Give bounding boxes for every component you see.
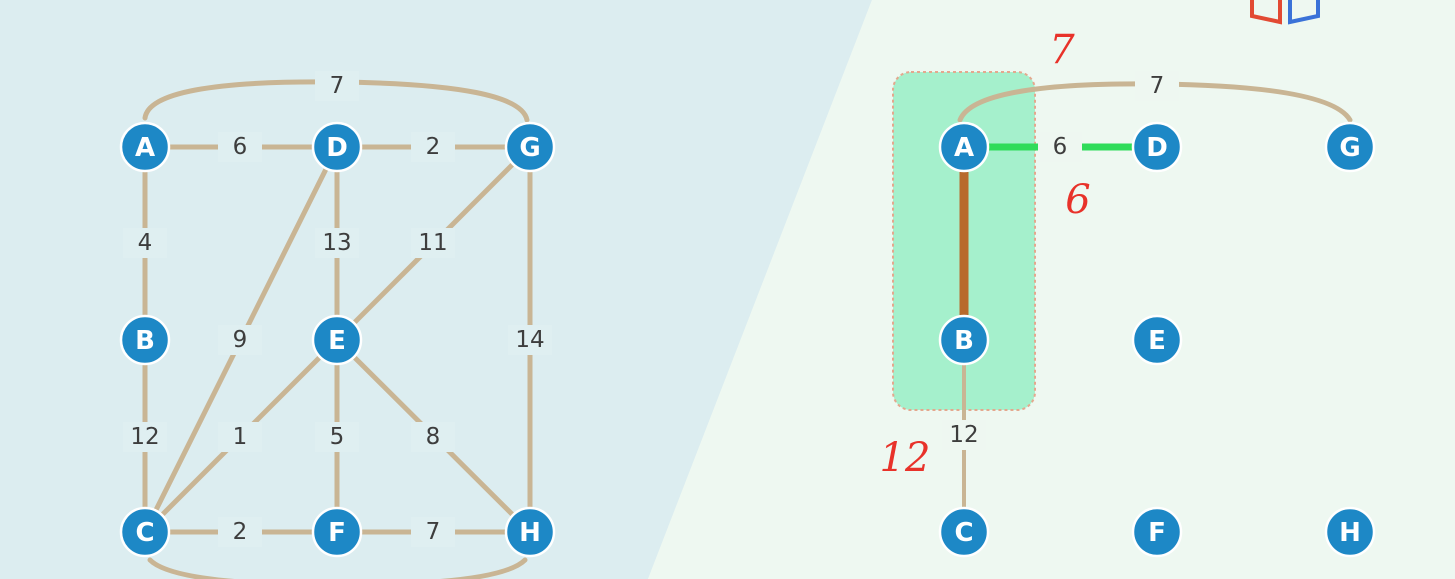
- edge-weight-d-c: 9: [233, 327, 248, 353]
- svg-text:D: D: [326, 133, 348, 163]
- right-graph: 7 6 12 A D G B E C F H 7 6 12: [880, 27, 1376, 558]
- mst-node-f: F: [1131, 506, 1183, 558]
- logo-icon: [1250, 0, 1320, 25]
- svg-text:F: F: [328, 518, 346, 548]
- mst-node-b: B: [938, 314, 990, 366]
- edge-weight-d-e: 13: [322, 230, 351, 256]
- mst-node-c: C: [938, 506, 990, 558]
- node-g: G: [504, 121, 556, 173]
- node-f: F: [311, 506, 363, 558]
- handwritten-annotation-3: 12: [880, 435, 931, 481]
- svg-text:C: C: [954, 518, 973, 548]
- edge-weight-e-c: 1: [233, 424, 248, 450]
- node-h: H: [504, 506, 556, 558]
- edge-c-h-arc: [147, 557, 528, 579]
- svg-text:E: E: [328, 326, 346, 356]
- svg-text:B: B: [135, 326, 155, 356]
- svg-text:H: H: [519, 518, 541, 548]
- mst-node-h: H: [1324, 506, 1376, 558]
- mst-node-d: D: [1131, 121, 1183, 173]
- node-c: C: [119, 506, 171, 558]
- mst-edge-weight-a-g: 7: [1150, 73, 1165, 99]
- edge-weight-a-b: 4: [138, 230, 153, 256]
- edge-weight-a-d: 6: [233, 134, 248, 160]
- mst-node-a: A: [938, 121, 990, 173]
- node-e: E: [311, 314, 363, 366]
- edge-weight-b-c: 12: [130, 424, 159, 450]
- node-b: B: [119, 314, 171, 366]
- svg-text:A: A: [954, 133, 974, 163]
- edge-weight-c-f: 2: [233, 519, 248, 545]
- svg-text:C: C: [135, 518, 154, 548]
- edge-weight-g-h: 14: [515, 327, 544, 353]
- edge-weight-f-h: 7: [426, 519, 441, 545]
- svg-text:F: F: [1148, 518, 1166, 548]
- left-graph: 7 6 2 4 13 11 9 14 12 1 5 8 2 7 A D G B E C F H: [119, 71, 556, 579]
- mst-edge-weight-b-c: 12: [949, 422, 978, 448]
- node-d: D: [311, 121, 363, 173]
- handwritten-annotation-1: 7: [1049, 27, 1075, 73]
- svg-text:B: B: [954, 326, 974, 356]
- mst-node-g: G: [1324, 121, 1376, 173]
- handwritten-annotation-2: 6: [1065, 177, 1090, 223]
- edge-weight-d-g: 2: [426, 134, 441, 160]
- svg-text:G: G: [519, 133, 540, 163]
- edge-weight-e-f: 5: [330, 424, 345, 450]
- svg-text:G: G: [1339, 133, 1360, 163]
- svg-text:H: H: [1339, 518, 1361, 548]
- svg-text:A: A: [135, 133, 155, 163]
- mst-node-e: E: [1131, 314, 1183, 366]
- svg-text:E: E: [1148, 326, 1166, 356]
- mst-edge-weight-a-d: 6: [1053, 134, 1068, 160]
- edge-weight-g-e: 11: [418, 230, 447, 256]
- node-a: A: [119, 121, 171, 173]
- right-panel-background: [648, 0, 1455, 579]
- svg-text:D: D: [1146, 133, 1168, 163]
- edge-weight-a-g: 7: [330, 73, 345, 99]
- edge-weight-e-h: 8: [426, 424, 441, 450]
